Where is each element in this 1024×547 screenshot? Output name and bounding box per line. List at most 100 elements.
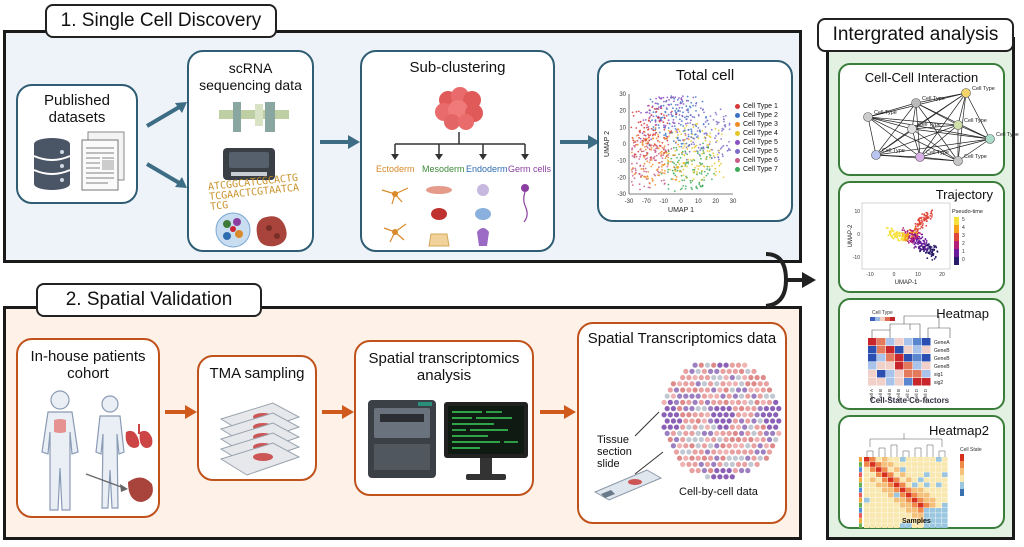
umap-point [691, 179, 694, 182]
umap-point [651, 163, 654, 166]
umap-point [656, 139, 659, 142]
umap-point [657, 103, 660, 105]
umap-point [698, 181, 701, 184]
umap-point [631, 151, 633, 154]
umap-y-tick: 10 [619, 125, 626, 131]
umap-point [632, 139, 635, 142]
umap-point [643, 126, 646, 129]
umap-point [676, 161, 679, 163]
umap-point [648, 112, 651, 115]
heatmap2-cell [876, 487, 882, 493]
tissue-spot [738, 368, 745, 375]
umap-point [705, 156, 708, 158]
umap-point [687, 138, 690, 140]
cell-cluster-icon [435, 87, 483, 130]
umap-point [708, 150, 711, 153]
tissue-spot [775, 430, 782, 437]
cci-node-label: Cell Type [996, 132, 1019, 138]
heatmap2-cell [924, 523, 930, 528]
umap-point [685, 122, 687, 125]
umap-point [670, 157, 673, 160]
umap-point [710, 128, 713, 131]
umap-point [714, 111, 717, 114]
heatmap2-cell [894, 477, 900, 483]
umap-point [678, 114, 681, 116]
tissue-spot [754, 399, 761, 406]
heatmap1-col-label: Cell B [896, 389, 901, 401]
heatmap1-legend: Cell Type [870, 310, 895, 321]
heatmap2-cell [900, 502, 906, 508]
trajectory-point [927, 251, 930, 254]
tissue-spot [704, 436, 711, 443]
umap-point [666, 96, 669, 99]
umap-point [708, 165, 711, 168]
umap-point [682, 150, 684, 153]
heatmap1-cell [913, 378, 922, 386]
heatmap1-row-label: GeneA [934, 340, 950, 346]
trajectory-legend-tick: 4 [962, 225, 965, 231]
umap-point [684, 143, 686, 145]
tissue-spot [720, 393, 727, 400]
heatmap2-cell [936, 477, 942, 483]
heatmap2-legend-swatch [960, 454, 964, 461]
umap-point [678, 122, 680, 125]
umap-point [654, 121, 657, 123]
trajectory-point [911, 230, 914, 233]
heatmap2-cell [942, 477, 948, 483]
tissue-spot-map [661, 362, 782, 480]
spatial-validation-tab: 2. Spatial Validation [36, 283, 262, 317]
umap-point [664, 132, 667, 135]
umap-point [644, 155, 646, 157]
umap-point [667, 143, 670, 146]
umap-point [682, 139, 685, 142]
umap-point [716, 140, 719, 142]
tissue-spot [676, 393, 683, 400]
umap-point [692, 137, 694, 140]
umap-point [658, 96, 660, 98]
heatmap2-cell [936, 518, 942, 523]
trajectory-point [914, 225, 917, 228]
tissue-spot [701, 467, 708, 474]
published-datasets-card: Published datasets [16, 84, 138, 204]
heatmap1-row-label: sig2 [934, 380, 943, 386]
umap-point [647, 133, 649, 136]
cci-node-label: Cell Type [882, 148, 905, 154]
umap-point [655, 169, 658, 171]
trajectory-point [901, 237, 904, 240]
heatmap2-cell [900, 497, 906, 503]
trajectory-point [904, 232, 907, 234]
trajectory-point [933, 244, 935, 247]
umap-point [706, 134, 709, 137]
umap-point [716, 123, 719, 125]
trajectory-point [921, 213, 924, 215]
umap-point [695, 136, 698, 138]
heatmap1-col-label: Cell C [905, 388, 910, 401]
umap-point [658, 120, 661, 123]
heatmap2-cell [876, 482, 882, 488]
tissue-spot [757, 393, 764, 400]
umap-point [708, 169, 711, 171]
umap-point [720, 162, 722, 165]
umap-point [703, 165, 706, 168]
umap-point [715, 170, 717, 173]
trajectory-legend-tick: 0 [962, 257, 965, 263]
tissue-spot [757, 430, 764, 437]
tissue-spot [716, 461, 723, 468]
umap-point [661, 160, 663, 163]
umap-point [642, 150, 645, 153]
umap-point [654, 127, 657, 129]
heatmap2-cell [870, 487, 876, 493]
tissue-spot [685, 461, 692, 468]
cci-edge [867, 116, 991, 140]
tissue-spot [723, 399, 730, 406]
umap-point [663, 117, 666, 120]
umap-point [685, 118, 688, 121]
umap-point [687, 135, 690, 138]
heatmap2-cell [894, 508, 900, 513]
umap-point [657, 134, 659, 136]
tissue-spot [682, 455, 689, 462]
umap-legend-swatch [735, 104, 740, 109]
umap-point [667, 168, 670, 171]
umap-point [722, 144, 725, 147]
